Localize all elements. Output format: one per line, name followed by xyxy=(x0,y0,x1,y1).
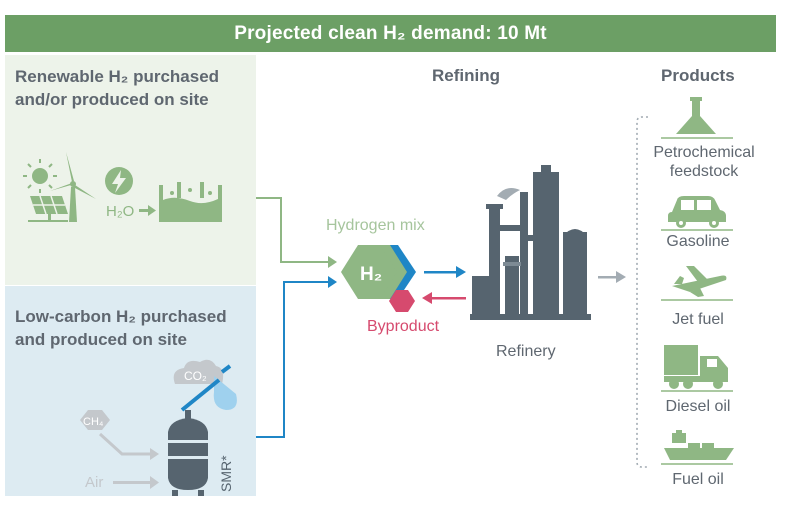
ship-icon xyxy=(661,430,734,465)
product-jet-fuel: Jet fuel xyxy=(672,311,724,328)
smr-reactor-icon xyxy=(168,410,208,496)
byproduct-label: Byproduct xyxy=(367,318,440,335)
byproduct-hexagon xyxy=(389,290,415,312)
flask-icon xyxy=(661,97,733,139)
product-petrochemical: Petrochemical feedstock xyxy=(629,143,779,181)
h2-hexagon-label: H₂ xyxy=(360,264,382,285)
product-label-line2: feedstock xyxy=(669,163,739,180)
renewable-title: Renewable H₂ purchased and/or produced o… xyxy=(15,65,219,111)
products-column-title: Products xyxy=(661,66,735,85)
h2-to-refinery-arrow xyxy=(424,266,466,278)
co2-cloud-icon xyxy=(173,359,224,384)
air-label: Air xyxy=(85,474,103,491)
ch4-arrow-icon xyxy=(98,432,159,460)
renewable-panel xyxy=(5,55,256,285)
renewable-title-line1: Renewable H₂ purchased xyxy=(15,67,220,86)
byproduct-return-arrow xyxy=(422,292,466,304)
air-arrow-icon xyxy=(113,476,159,489)
sun-icon xyxy=(23,159,57,193)
co2-label: CO₂ xyxy=(184,369,207,383)
renewable-title-line2: and/or produced on site xyxy=(15,90,209,109)
airplane-icon xyxy=(661,266,733,301)
hydrogen-mix-label: Hydrogen mix xyxy=(326,217,425,234)
refinery-label: Refinery xyxy=(496,343,556,360)
page-title: Projected clean H₂ demand: 10 Mt xyxy=(5,15,776,52)
ch4-molecule-icon xyxy=(80,410,110,430)
ch4-label: CH₄ xyxy=(83,416,104,428)
low-carbon-title: Low-carbon H₂ purchased and produced on … xyxy=(15,305,227,351)
truck-icon xyxy=(661,345,733,392)
product-gasoline: Gasoline xyxy=(666,233,730,250)
low-carbon-title-line2: and produced on site xyxy=(15,330,187,349)
electrolyser-icon xyxy=(159,182,222,222)
low-carbon-title-line1: Low-carbon H₂ purchased xyxy=(15,307,227,326)
renewable-flow-arrow xyxy=(256,197,337,268)
wind-turbine-icon xyxy=(50,152,96,222)
car-icon xyxy=(661,196,733,231)
refinery-to-products-arrow xyxy=(598,271,626,283)
electricity-icon xyxy=(105,167,133,195)
refining-column-title: Refining xyxy=(432,66,500,85)
solar-panel-icon xyxy=(28,195,68,222)
smr-label: SMR* xyxy=(218,455,234,492)
carbon-capture-icon xyxy=(180,364,237,412)
h2o-label: H₂O xyxy=(106,203,134,220)
product-fuel-oil: Fuel oil xyxy=(672,471,724,488)
refinery-icon xyxy=(470,165,591,320)
hydrogen-mix-hexagon xyxy=(341,245,416,299)
product-diesel-oil: Diesel oil xyxy=(665,398,731,415)
product-label-line1: Petrochemical xyxy=(653,144,755,161)
products-bracket xyxy=(636,116,648,468)
low-carbon-flow-arrow xyxy=(256,276,337,438)
arrow-right-icon xyxy=(139,205,156,216)
